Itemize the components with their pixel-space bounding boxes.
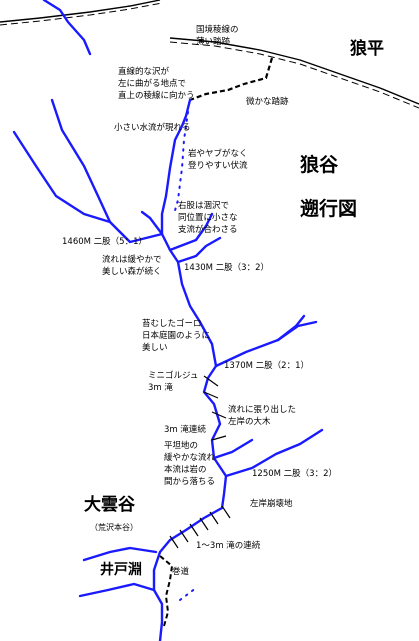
note-moss-garden: 苔むしたゴーロ 日本庭園のように 美しい — [142, 319, 211, 353]
detour-trail — [159, 555, 174, 627]
peak-name: 狼平 — [350, 39, 384, 59]
tributary-left-upper — [50, 98, 164, 244]
note-falls-series: 3m 滝連続 — [164, 425, 206, 435]
tributary-1430 — [140, 210, 164, 236]
tributary-1370b — [276, 314, 306, 342]
note-hidden-flow: 岩やヤブがなく 登りやすい伏流 — [188, 149, 248, 171]
tributary-left-branch — [12, 130, 112, 224]
faint-trail — [189, 57, 274, 102]
note-fork-1430: 1430M 二股（3：2） — [184, 263, 269, 273]
note-fork-1250: 1250M 二股（3：2） — [252, 469, 337, 479]
tributary-right-small — [176, 236, 222, 264]
ridgeline — [0, 0, 419, 109]
tributary-bottom-left — [78, 582, 156, 598]
valley-main-note: （荒沢本谷） — [90, 523, 138, 532]
tributary-top — [42, 0, 92, 56]
note-direct-up: 直線的な沢が 左に曲がる地点で 直上の稜線に向かう — [118, 67, 195, 101]
map-title-2: 遡行図 — [300, 198, 358, 220]
tributary-1250b — [212, 438, 254, 460]
note-flat-land: 平坦地の 緩やかな流れ 本流は岩の 間から落ちる — [164, 441, 216, 487]
pool-name: 井戸淵 — [100, 562, 142, 578]
note-detour: 巻道 — [172, 567, 190, 577]
note-mini-gorge: ミニゴルジュ 3m 滝 — [148, 371, 199, 393]
note-fork-1460: 1460M 二股（5：1） — [62, 237, 147, 247]
lower-dots — [179, 587, 197, 601]
tributary-lower-left — [82, 546, 158, 562]
note-ridge-end: 国境稜線の 薄い踏跡 — [196, 25, 239, 47]
waterfall-marks — [169, 375, 231, 549]
note-falls-1-3: 1～3m 滝の連続 — [196, 541, 261, 551]
note-gentle-forest: 流れは緩やかで 美しい森が続く — [102, 255, 162, 277]
tributary-1250 — [224, 428, 324, 478]
tributary-right-1430 — [168, 212, 214, 252]
note-faint-trail: 微かな踏跡 — [246, 97, 289, 107]
note-small-stream: 小さい水流が現れる — [114, 123, 191, 133]
valley-main-name: 大雲谷 — [84, 495, 135, 515]
note-fork-1370: 1370M 二股（2：1） — [224, 361, 309, 371]
map-title-1: 狼谷 — [300, 154, 339, 176]
note-big-tree: 流れに張り出した 左岸の大木 — [228, 405, 297, 427]
note-left-collapse: 左岸崩壊地 — [250, 499, 293, 509]
note-right-branch: 右股は涸沢で 同位置に小さな 支流が合わさる — [178, 201, 238, 235]
